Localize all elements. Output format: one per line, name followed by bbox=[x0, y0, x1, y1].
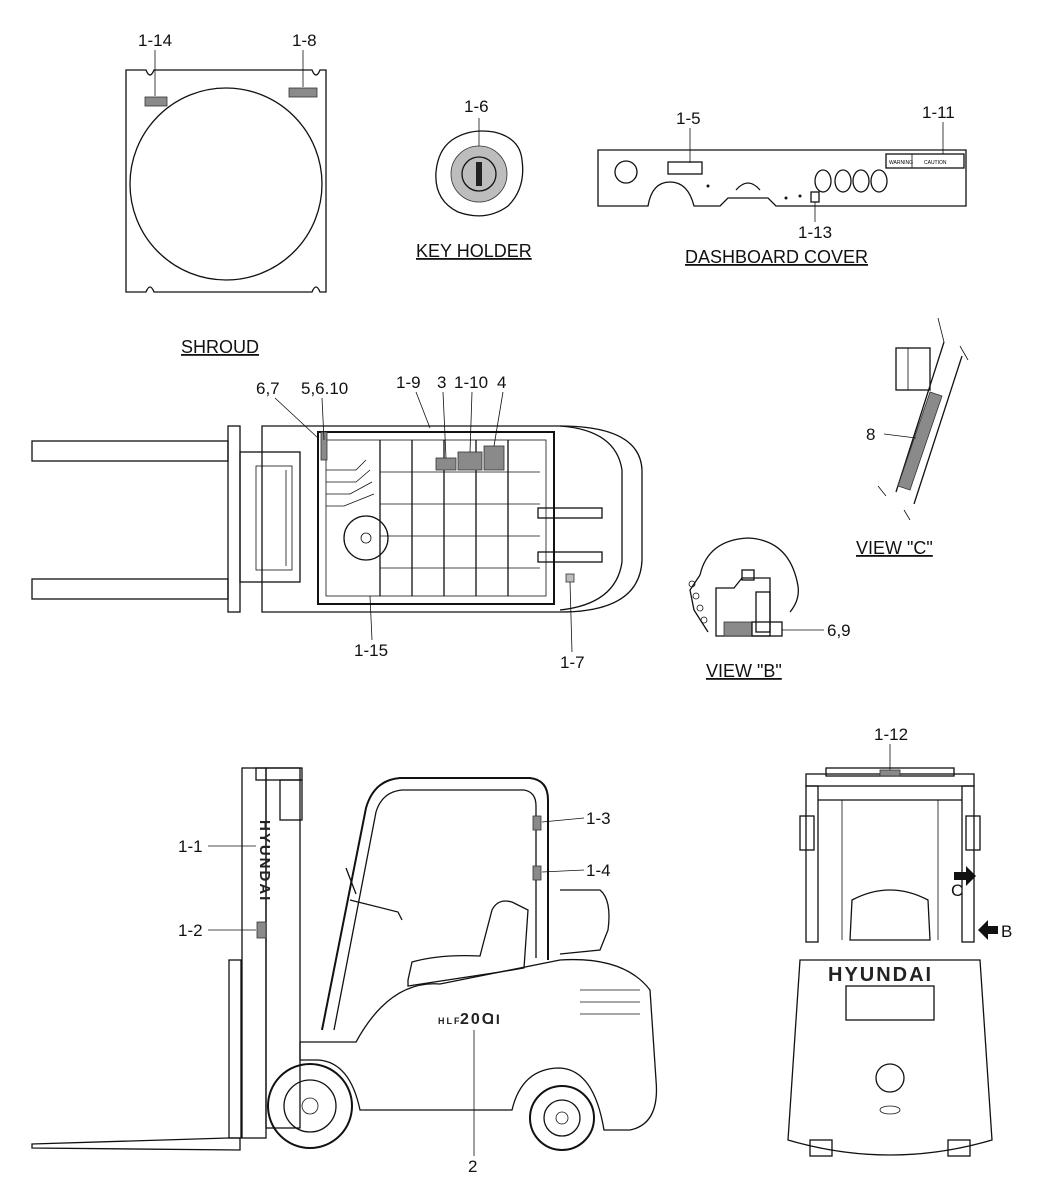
model-suffix-text: II bbox=[490, 1011, 502, 1027]
callout-1-15: 1-15 bbox=[354, 641, 388, 660]
decal-1-5 bbox=[667, 161, 703, 175]
callout-1-9: 1-9 bbox=[396, 373, 421, 392]
callout-1-2: 1-2 bbox=[178, 921, 203, 940]
callout-5-6-10: 5,6.10 bbox=[301, 379, 348, 398]
top-view-forklift bbox=[31, 391, 643, 653]
decal-3 bbox=[435, 457, 457, 471]
callout-6-7: 6,7 bbox=[256, 379, 280, 398]
view-c-drawing bbox=[877, 317, 969, 521]
decal-6-9 bbox=[723, 621, 753, 637]
callout-c: C bbox=[951, 881, 963, 900]
callout-1-14: 1-14 bbox=[138, 31, 172, 50]
arrow-c-icon bbox=[954, 866, 976, 886]
callout-1-13: 1-13 bbox=[798, 223, 832, 242]
arrow-b-icon bbox=[978, 920, 998, 940]
rear-view-forklift bbox=[787, 744, 998, 1157]
model-badge-text: 20C bbox=[460, 1011, 495, 1028]
callout-1-7: 1-7 bbox=[560, 653, 585, 672]
decal-1-4 bbox=[532, 865, 542, 881]
callout-1-11: 1-11 bbox=[922, 103, 955, 122]
rear-logo: HYUNDAI bbox=[828, 964, 933, 986]
dashboard-cover-drawing: WARNING CAUTION bbox=[597, 122, 967, 222]
decal-1-7 bbox=[565, 573, 575, 583]
shroud-drawing bbox=[125, 50, 327, 293]
callout-1-6: 1-6 bbox=[464, 97, 489, 116]
warning-label-text: WARNING bbox=[889, 160, 913, 166]
callout-1-12: 1-12 bbox=[874, 725, 908, 744]
decal-1-2 bbox=[256, 921, 267, 939]
callout-1-3: 1-3 bbox=[586, 809, 611, 828]
view-b-drawing bbox=[688, 537, 824, 637]
decal-1-13 bbox=[810, 191, 820, 203]
callout-2: 2 bbox=[468, 1157, 477, 1176]
callout-4: 4 bbox=[497, 373, 506, 392]
key-holder-drawing bbox=[435, 118, 524, 217]
callout-8: 8 bbox=[866, 425, 875, 444]
caption-key-holder: KEY HOLDER bbox=[416, 241, 532, 261]
decal-4 bbox=[483, 445, 505, 471]
decal-1-10 bbox=[457, 451, 483, 471]
callout-1-1: 1-1 bbox=[178, 837, 203, 856]
callout-1-10: 1-10 bbox=[454, 373, 488, 392]
caption-shroud: SHROUD bbox=[181, 337, 259, 357]
caption-dashboard-cover: DASHBOARD COVER bbox=[685, 247, 868, 267]
callout-b: B bbox=[1001, 922, 1012, 941]
decal-8 bbox=[897, 391, 943, 491]
decal-1-12 bbox=[879, 769, 901, 777]
mast-logo: HYUNDAI bbox=[256, 820, 273, 902]
decal-1-14 bbox=[144, 96, 168, 107]
callout-1-5: 1-5 bbox=[676, 109, 701, 128]
caption-view-c: VIEW "C" bbox=[856, 538, 933, 558]
callout-1-4: 1-4 bbox=[586, 861, 611, 880]
decal-1-3 bbox=[532, 815, 542, 831]
model-prefix-text: HLF bbox=[438, 1016, 462, 1026]
callout-1-8: 1-8 bbox=[292, 31, 317, 50]
callout-6-9: 6,9 bbox=[827, 621, 851, 640]
decal-1-8 bbox=[288, 87, 318, 98]
side-view-forklift: HLF 20C II bbox=[31, 767, 658, 1156]
caution-label-text: CAUTION bbox=[924, 160, 947, 166]
caption-view-b: VIEW "B" bbox=[706, 661, 782, 681]
decal-1-11 bbox=[885, 153, 965, 169]
callout-3: 3 bbox=[437, 373, 446, 392]
